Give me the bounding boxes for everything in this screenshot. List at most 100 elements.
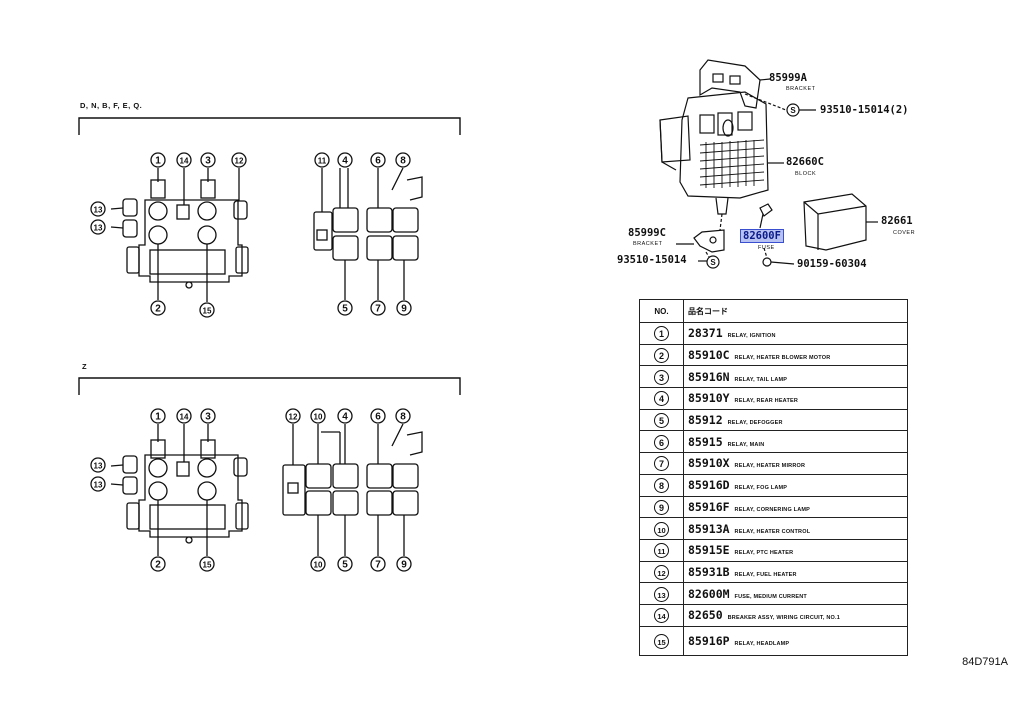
part-description: RELAY, HEADLAMP	[734, 640, 790, 647]
callout-block[interactable]: 82660C	[786, 156, 824, 168]
callout-cover[interactable]: 82661	[881, 215, 913, 227]
callout-fuse-sub: FUSE	[758, 245, 775, 251]
svg-text:8: 8	[400, 412, 406, 423]
section-label-bottom: Z	[82, 362, 88, 371]
bolt-marker-top: S	[786, 103, 816, 117]
part-number[interactable]: 85915	[688, 434, 723, 449]
row-number: 11	[654, 543, 669, 559]
row-number: 7	[654, 456, 669, 472]
part-description: RELAY, HEATER MIRROR	[734, 463, 806, 470]
table-header-row: NO. 品名コード	[639, 299, 908, 323]
svg-text:S: S	[790, 106, 796, 115]
callout-bracket-top-sub: BRACKET	[786, 86, 816, 92]
svg-text:12: 12	[289, 413, 298, 422]
part-number[interactable]: 82650	[688, 608, 723, 623]
section-bracket-top	[78, 117, 461, 135]
callout-bracket-top[interactable]: 85999A	[769, 72, 807, 84]
svg-text:4: 4	[342, 156, 348, 167]
part-description: RELAY, HEATER BLOWER MOTOR	[734, 355, 831, 362]
part-number[interactable]: 85910X	[688, 456, 730, 471]
svg-text:3: 3	[205, 156, 211, 167]
diagram-code: 84D791A	[962, 656, 1008, 668]
svg-text:7: 7	[375, 560, 381, 571]
svg-text:14: 14	[180, 413, 189, 422]
part-number[interactable]: 85916N	[688, 369, 730, 384]
part-description: RELAY, HEATER CONTROL	[734, 528, 811, 535]
callout-bracket-bottom-sub: BRACKET	[633, 241, 663, 247]
part-number[interactable]: 85915E	[688, 543, 730, 558]
table-row: 7 85910X RELAY, HEATER MIRROR	[639, 452, 908, 475]
svg-text:S: S	[710, 258, 716, 267]
row-number: 12	[654, 564, 669, 580]
relay-block-left-top	[110, 168, 249, 302]
row-number: 13	[654, 586, 669, 602]
callout-bracket-bottom[interactable]: 85999C	[628, 227, 666, 239]
part-number[interactable]: 82600M	[688, 586, 730, 601]
row-number: 15	[654, 633, 669, 649]
svg-text:4: 4	[342, 412, 348, 423]
row-number: 8	[654, 478, 669, 494]
svg-text:13: 13	[94, 224, 103, 233]
part-number[interactable]: 85910Y	[688, 391, 730, 406]
svg-text:5: 5	[342, 304, 348, 315]
part-number[interactable]: 85910C	[688, 348, 730, 363]
svg-text:2: 2	[155, 304, 161, 315]
callout-block-sub: BLOCK	[795, 171, 817, 177]
row-number: 10	[654, 521, 669, 537]
part-number[interactable]: 85913A	[688, 521, 730, 536]
svg-text:6: 6	[375, 412, 381, 423]
svg-text:15: 15	[203, 307, 212, 316]
svg-text:15: 15	[203, 561, 212, 570]
table-row: 10 85913A RELAY, HEATER CONTROL	[639, 517, 908, 540]
part-description: RELAY, MAIN	[727, 441, 765, 448]
part-number[interactable]: 85931B	[688, 564, 730, 579]
relay-block-assembly	[659, 59, 878, 267]
header-no: NO.	[639, 299, 684, 323]
table-row: 11 85915E RELAY, PTC HEATER	[639, 538, 908, 562]
relay-block-right-top	[313, 167, 423, 300]
svg-text:5: 5	[342, 560, 348, 571]
svg-text:9: 9	[401, 304, 407, 315]
part-description: RELAY, TAIL LAMP	[734, 376, 788, 383]
row-number: 3	[654, 369, 669, 385]
callout-fuse-highlighted[interactable]: 82600F	[740, 229, 784, 243]
svg-text:12: 12	[235, 157, 244, 166]
svg-text:8: 8	[400, 156, 406, 167]
part-description: FUSE, MEDIUM CURRENT	[734, 593, 807, 600]
part-number[interactable]: 28371	[688, 326, 723, 341]
part-number[interactable]: 85916F	[688, 499, 730, 514]
part-number[interactable]: 85916P	[688, 633, 730, 648]
svg-text:3: 3	[205, 412, 211, 423]
table-row: 14 82650 BREAKER ASSY, WIRING CIRCUIT, NO.…	[639, 603, 908, 627]
table-row: 13 82600M FUSE, MEDIUM CURRENT	[639, 582, 908, 605]
part-number[interactable]: 85912	[688, 413, 723, 428]
callout-bolt-bottom[interactable]: 93510-15014	[617, 254, 687, 266]
part-description: RELAY, DEFOGGER	[727, 420, 783, 427]
svg-text:14: 14	[180, 157, 189, 166]
row-number: 1	[654, 326, 669, 342]
position-markers-top: 14 3 12 13 13 2 15 11 4 6 8 5 7 9	[90, 152, 412, 318]
row-number: 14	[654, 608, 669, 624]
part-description: RELAY, PTC HEATER	[734, 550, 794, 557]
svg-text:13: 13	[94, 206, 103, 215]
bolt-marker-bottom: S	[698, 255, 720, 269]
callout-screw[interactable]: 90159-60304	[797, 258, 867, 270]
part-description: RELAY, CORNERING LAMP	[734, 506, 811, 513]
part-number[interactable]: 85916D	[688, 478, 730, 493]
part-description: BREAKER ASSY, WIRING CIRCUIT, NO.1	[727, 615, 840, 622]
table-row: 15 85916P RELAY, HEADLAMP	[639, 625, 908, 656]
relay-block-right-bottom	[282, 423, 423, 556]
row-number: 9	[654, 499, 669, 515]
svg-text:9: 9	[401, 560, 407, 571]
svg-text:13: 13	[94, 462, 103, 471]
callout-bolt-top[interactable]: 93510-15014(2)	[820, 104, 909, 116]
position-markers-bottom: 14 3 13 13 2 15 12 10 4 6 8 10 5 7 9	[90, 408, 412, 572]
